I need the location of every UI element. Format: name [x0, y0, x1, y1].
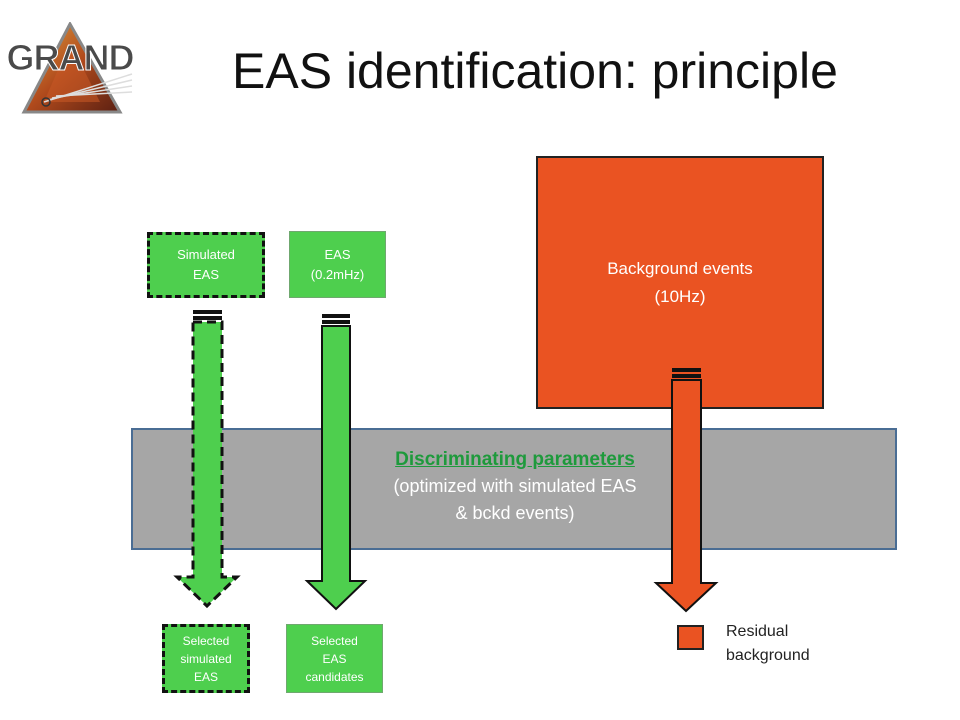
simulated-eas-box: Simulated EAS [147, 232, 265, 298]
eas-box: EAS (0.2mHz) [289, 231, 386, 298]
selected-simulated-eas-box: Selected simulated EAS [162, 624, 250, 693]
background-events-label-line1: Background events [607, 258, 753, 278]
grand-logo: GRAND [4, 20, 138, 118]
selected-eas-candidates-line3: candidates [305, 669, 364, 684]
discriminating-parameters-note-line1: (optimized with simulated EAS [393, 476, 637, 496]
discriminating-parameters-band [131, 428, 897, 550]
residual-background-line2: background [726, 647, 810, 664]
selected-eas-candidates-line2: EAS [322, 651, 347, 666]
discriminating-parameters-text: Discriminating parameters (optimized wit… [360, 446, 670, 527]
selected-simulated-eas-line2: simulated [180, 651, 232, 666]
selected-simulated-eas-line3: EAS [193, 669, 218, 684]
simulated-eas-label-line1: Simulated [177, 247, 235, 262]
page-title: EAS identification: principle [232, 43, 838, 99]
simulated-eas-label-line2: EAS [192, 267, 219, 282]
discriminating-parameters-title: Discriminating parameters [395, 449, 635, 470]
eas-label-line1: EAS [324, 246, 351, 262]
selected-eas-candidates-box: Selected EAS candidates [286, 624, 383, 693]
logo-text: GRAND [7, 37, 134, 78]
background-events-box: Background events (10Hz) [536, 156, 824, 409]
residual-background-square [677, 625, 704, 650]
background-events-label-line2: (10Hz) [654, 286, 706, 306]
eas-label-line2: (0.2mHz) [310, 266, 365, 282]
selected-eas-candidates-line1: Selected [311, 633, 358, 648]
discriminating-parameters-note-line2: & bckd events) [455, 503, 575, 523]
selected-simulated-eas-line1: Selected [182, 633, 230, 648]
residual-background-label: Residual background [726, 620, 810, 668]
grand-logo-graphic: GRAND [6, 20, 135, 114]
residual-background-line1: Residual [726, 623, 789, 640]
